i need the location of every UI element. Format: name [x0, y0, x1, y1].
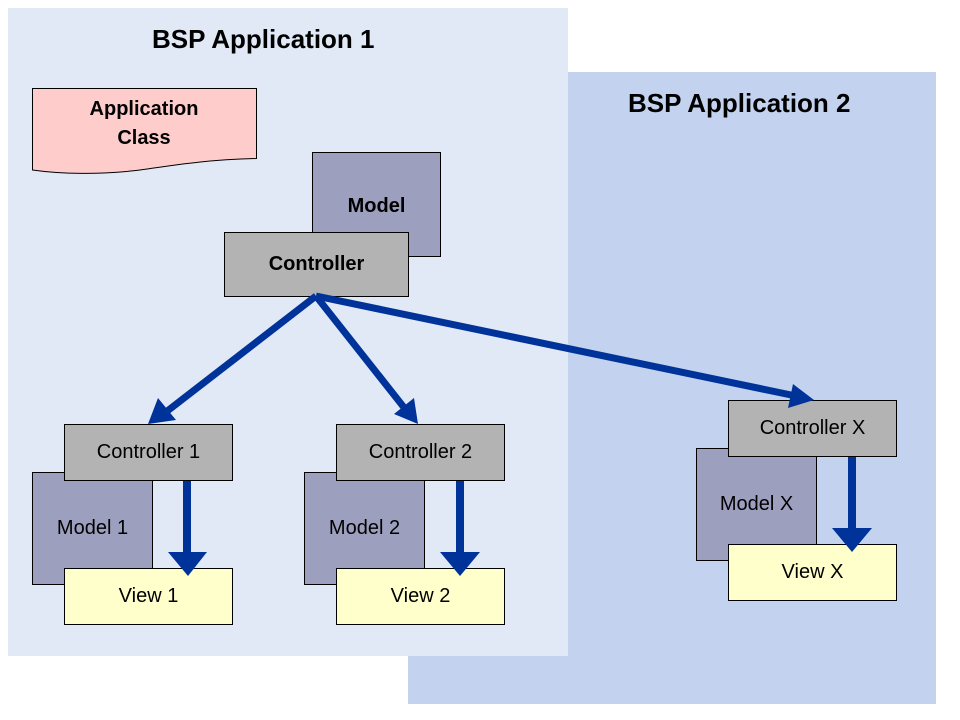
application-class-label-line1: Application	[89, 98, 199, 120]
view-2-label: View 2	[390, 585, 451, 607]
controller-x-label: Controller X	[759, 417, 866, 439]
model-2-label: Model 2	[328, 517, 401, 539]
application-class-label-line2: Class	[117, 127, 171, 149]
main-controller-label: Controller	[268, 253, 365, 275]
bsp-application-2-title: BSP Application 2	[628, 88, 851, 118]
main-model-label: Model	[347, 195, 406, 217]
model-x-label: Model X	[719, 493, 794, 515]
view-1[interactable]: View 1	[64, 568, 233, 625]
bsp-application-1-title: BSP Application 1	[152, 24, 375, 54]
controller-2-label: Controller 2	[368, 441, 473, 463]
model-1-label: Model 1	[56, 517, 129, 539]
model-x[interactable]: Model X	[696, 448, 817, 561]
main-controller[interactable]: Controller	[224, 232, 409, 297]
controller-1[interactable]: Controller 1	[64, 424, 233, 481]
controller-x[interactable]: Controller X	[728, 400, 897, 457]
view-x[interactable]: View X	[728, 544, 897, 601]
application-class: Application Class	[33, 92, 255, 156]
controller-1-label: Controller 1	[96, 441, 201, 463]
view-1-label: View 1	[118, 585, 179, 607]
view-x-label: View X	[781, 561, 844, 583]
controller-2[interactable]: Controller 2	[336, 424, 505, 481]
view-2[interactable]: View 2	[336, 568, 505, 625]
